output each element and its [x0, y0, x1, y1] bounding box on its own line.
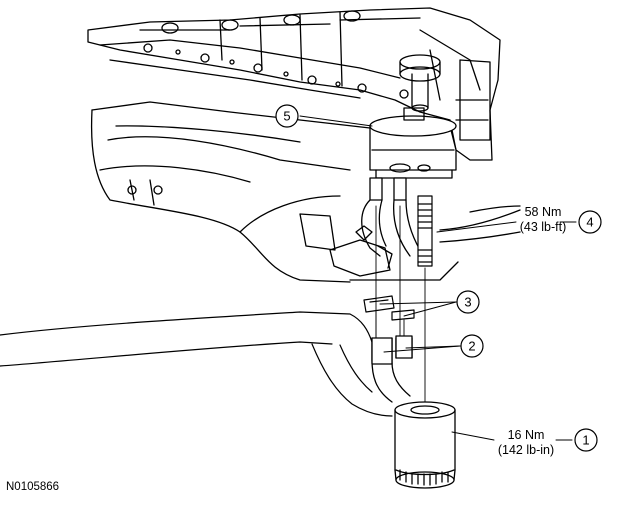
assembly-guide-lines — [375, 205, 426, 405]
leader-1 — [451, 431, 495, 441]
callout-circle-4 — [578, 210, 602, 234]
leader-2a — [383, 345, 461, 353]
oil-cooler-tubes — [361, 177, 421, 403]
callout-4-label: 4 — [586, 215, 593, 230]
leader-lines — [299, 115, 577, 441]
leader-3a — [379, 301, 457, 305]
callout-2-label: 2 — [468, 339, 475, 354]
torque-1-metric: 16 Nm — [508, 428, 545, 442]
callout-1-label: 1 — [582, 433, 589, 448]
frame-rail — [0, 311, 393, 417]
engine-block — [87, 7, 501, 161]
callout-5-label: 5 — [283, 109, 290, 124]
callout-circle-2 — [460, 334, 484, 358]
callout-3-label: 3 — [464, 295, 471, 310]
torque-1-imperial: (142 lb-in) — [498, 443, 554, 457]
callout-circle-5 — [275, 104, 299, 128]
callout-circles — [275, 104, 602, 452]
torque-4-metric: 58 Nm — [525, 205, 562, 219]
oil-filter — [394, 401, 456, 489]
figure-id: N0105866 — [6, 481, 59, 493]
oil-filter-adapter — [369, 107, 457, 179]
callout-circle-1 — [574, 428, 598, 452]
subframe — [90, 101, 521, 283]
leader-5 — [299, 115, 373, 127]
leader-2b — [405, 345, 461, 349]
callout-circle-3 — [456, 290, 480, 314]
torque-4-imperial: (43 lb-ft) — [520, 220, 567, 234]
adapter-stud — [417, 195, 433, 267]
leader-3b — [403, 301, 457, 317]
leader-4 — [436, 221, 517, 233]
tube-clamps — [363, 295, 415, 321]
